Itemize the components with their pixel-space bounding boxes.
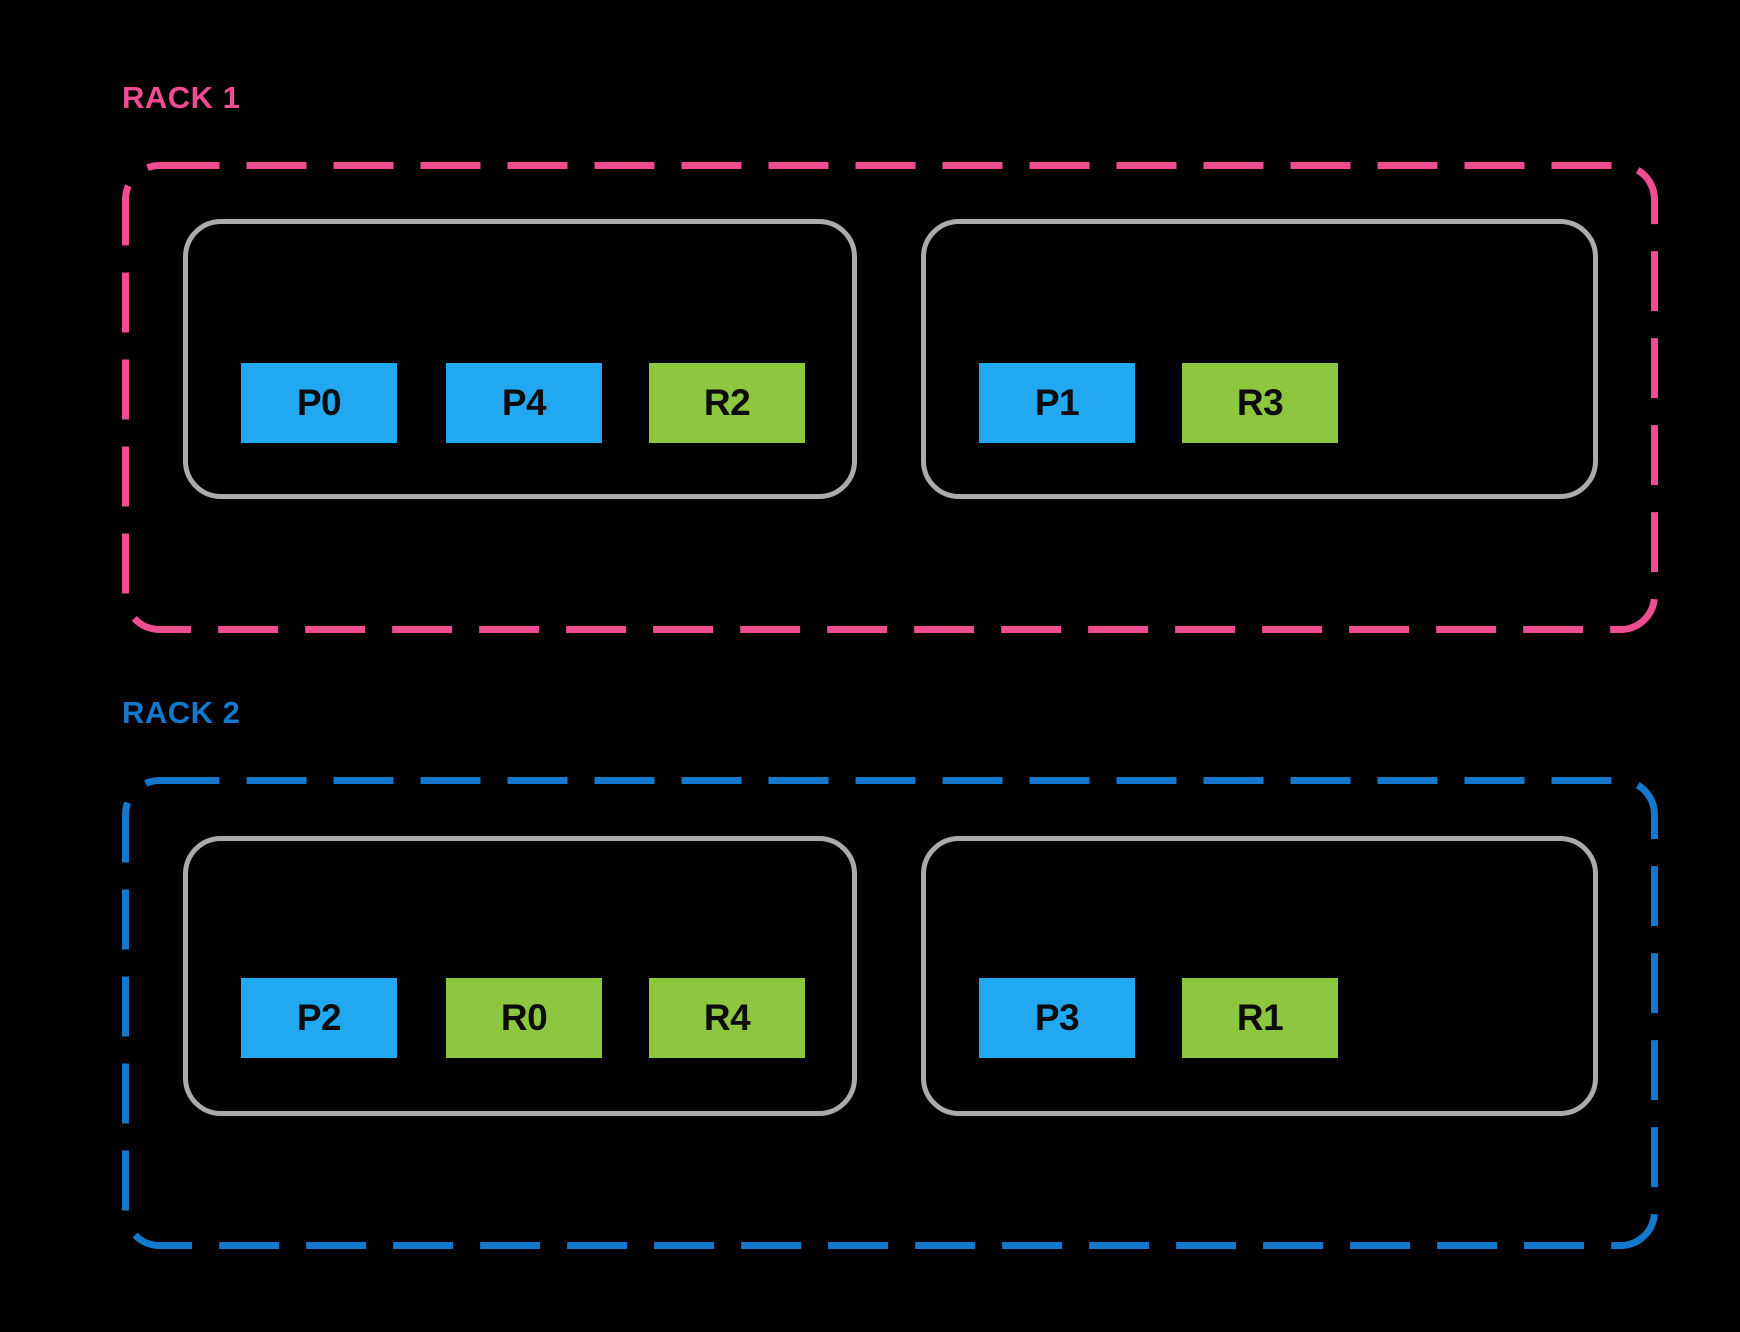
chip-p0: P0 — [241, 363, 397, 443]
chip-r4: R4 — [649, 978, 805, 1058]
chip-r3: R3 — [1182, 363, 1338, 443]
chip-r2: R2 — [649, 363, 805, 443]
rack1-label: RACK 1 — [122, 80, 241, 115]
chip-r0: R0 — [446, 978, 602, 1058]
rack2-label: RACK 2 — [122, 695, 241, 730]
rack1-node2: P1 R3 — [921, 219, 1598, 499]
rack1-node1: P0 P4 R2 — [183, 219, 857, 499]
chip-p2: P2 — [241, 978, 397, 1058]
chip-p3: P3 — [979, 978, 1135, 1058]
rack2-node2: P3 R1 — [921, 836, 1598, 1116]
chip-r1: R1 — [1182, 978, 1338, 1058]
chip-p1: P1 — [979, 363, 1135, 443]
chip-p4: P4 — [446, 363, 602, 443]
rack2-node1: P2 R0 R4 — [183, 836, 857, 1116]
